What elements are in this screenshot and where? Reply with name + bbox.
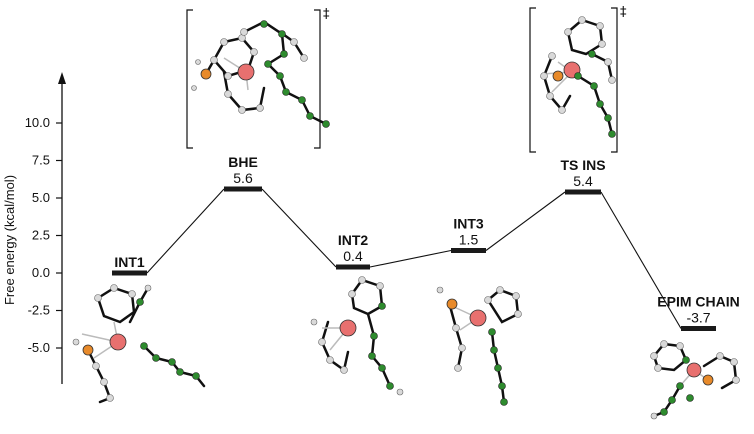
- state-label-epim-chain: EPIM CHAIN: [657, 294, 739, 310]
- y-axis: [58, 72, 66, 384]
- molecule-epim-chain: [650, 340, 740, 420]
- connector-line: [600, 191, 682, 329]
- ts-bracket-ts-ins: [529, 7, 618, 153]
- value-label-ts-ins: 5.4: [573, 173, 593, 189]
- molecule-int1: [72, 284, 206, 404]
- state-label-ts-ins: TS INS: [560, 157, 605, 173]
- y-tick-label: -2.5: [28, 303, 50, 318]
- ts-dagger-bhe: ‡: [323, 7, 330, 22]
- y-tick-label: 5.0: [32, 190, 50, 205]
- value-label-epim-chain: -3.7: [686, 310, 710, 326]
- connector-lines: [146, 188, 682, 329]
- state-label-bhe: BHE: [228, 154, 258, 170]
- y-ticks: 10.0 7.5 5.0 2.5 0.0 -2.5 -5.0: [25, 115, 62, 355]
- value-label-int3: 1.5: [459, 232, 479, 248]
- state-label-int1: INT1: [114, 254, 145, 270]
- y-tick-label: -5.0: [28, 340, 50, 355]
- y-tick-label: 0.0: [32, 265, 50, 280]
- molecule-int2: [310, 276, 404, 396]
- y-tick-label: 7.5: [32, 153, 50, 168]
- value-label-bhe: 5.6: [233, 170, 253, 186]
- ts-bracket-bhe: [186, 9, 321, 149]
- y-tick-label: 10.0: [25, 115, 50, 130]
- connector-line: [146, 188, 225, 274]
- molecule-bhe: [191, 20, 330, 128]
- connector-line: [485, 191, 566, 251]
- molecule-ts-ins: [540, 16, 616, 138]
- state-label-int3: INT3: [453, 216, 484, 232]
- y-tick-label: 2.5: [32, 228, 50, 243]
- connector-line: [261, 188, 337, 268]
- y-axis-label: Free energy (kcal/mol): [2, 175, 17, 305]
- value-label-int2: 0.4: [343, 248, 363, 264]
- connector-line: [369, 249, 452, 268]
- ts-dagger-ts-ins: ‡: [620, 5, 627, 20]
- molecule-int3: [436, 286, 522, 406]
- state-label-int2: INT2: [338, 232, 369, 248]
